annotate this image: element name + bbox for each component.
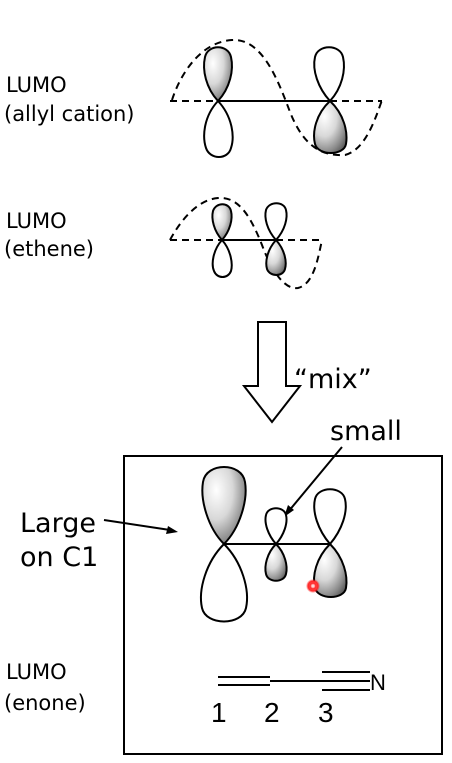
large-pointer-line (103, 519, 171, 531)
ethene-c1-bottom-lobe (211, 238, 233, 278)
carbon-number-1: 1 (211, 697, 227, 728)
ethene-label-name: (ethene) (4, 237, 94, 261)
ethene-label-lumo: LUMO (6, 209, 67, 233)
carbon-number-3: 3 (318, 697, 334, 728)
allyl-c3-top-lobe (313, 46, 345, 103)
enone-label-lumo: LUMO (6, 660, 67, 684)
enone-c3-bottom-lobe (313, 542, 348, 598)
small-label: small (330, 416, 402, 447)
allyl-cation-lumo: LUMO (allyl cation) (4, 38, 383, 158)
reaction-site-marker (306, 579, 320, 593)
allyl-c1-top-lobe (203, 46, 233, 103)
enone-skeleton: N (218, 670, 386, 695)
reaction-site-ring (309, 582, 317, 590)
enone-label-name: (enone) (4, 691, 86, 715)
large-label-line2: on C1 (20, 542, 98, 573)
allyl-c3-bottom-lobe (313, 99, 348, 154)
ethene-nodal-wave (169, 196, 323, 290)
allyl-c1-bottom-lobe (203, 99, 234, 158)
allyl-nodal-wave (171, 38, 383, 157)
enone-c2-top-lobe (264, 507, 288, 546)
allyl-label-lumo: LUMO (6, 73, 67, 97)
carbon-number-2: 2 (264, 697, 280, 728)
enone-lumo: small Large on C1 N 1 (4, 416, 443, 755)
ethene-c2-bottom-lobe (265, 238, 287, 276)
large-pointer-head (166, 526, 178, 534)
small-pointer-line (287, 446, 343, 513)
enone-c3-top-lobe (313, 488, 347, 546)
ethene-lumo: LUMO (ethene) (4, 196, 323, 290)
allyl-label-name: (allyl cation) (4, 102, 135, 126)
large-label-line1: Large (20, 508, 96, 539)
hollow-down-arrow-icon (241, 321, 303, 424)
ethene-c1-top-lobe (211, 203, 233, 242)
mix-arrow: “mix” (241, 321, 372, 424)
ethene-c2-top-lobe (264, 202, 288, 242)
enone-box (123, 455, 443, 755)
mix-label: “mix” (294, 364, 372, 395)
enone-c1-bottom-lobe (200, 542, 248, 623)
enone-c2-bottom-lobe (264, 542, 288, 582)
enone-c1-top-lobe (201, 466, 247, 546)
atom-n-label: N (370, 670, 386, 695)
